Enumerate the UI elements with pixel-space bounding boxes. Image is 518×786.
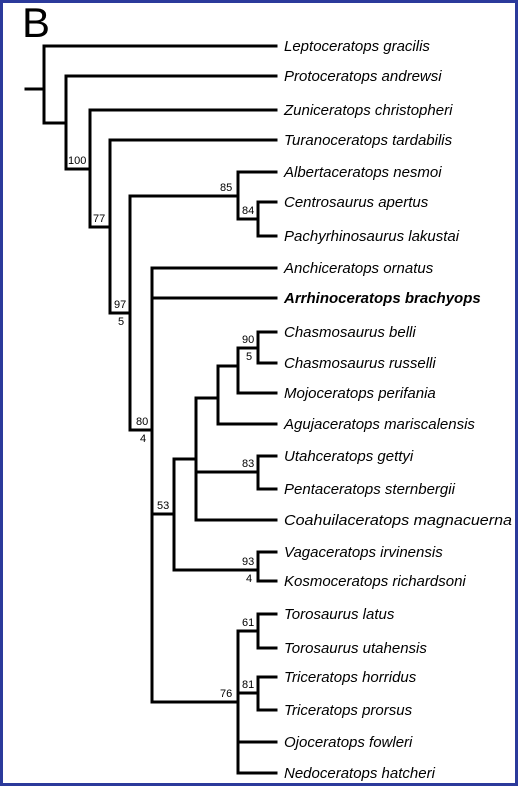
taxon-label-highlighted: Arrhinoceratops brachyops — [283, 290, 481, 307]
taxon-label: Ojoceratops fowleri — [284, 734, 413, 751]
support-value: 4 — [140, 433, 146, 445]
taxon-label: Anchiceratops ornatus — [283, 260, 434, 277]
support-value: 85 — [220, 182, 232, 194]
support-value: 80 — [136, 416, 148, 428]
support-value: 90 — [242, 334, 254, 346]
tree-branches — [24, 44, 278, 775]
taxon-label: Chasmosaurus belli — [284, 324, 416, 341]
taxon-label: Albertaceratops nesmoi — [283, 164, 442, 181]
support-value: 4 — [246, 573, 252, 585]
taxon-label: Centrosaurus apertus — [284, 194, 429, 211]
support-value: 61 — [242, 617, 254, 629]
support-value: 83 — [242, 458, 254, 470]
taxon-label: Protoceratops andrewsi — [284, 68, 442, 85]
taxon-label: Coahuilaceratops magnacuerna — [284, 512, 512, 529]
taxon-label: Torosaurus utahensis — [284, 640, 427, 657]
support-value: 97 — [114, 299, 126, 311]
taxon-label: Utahceratops gettyi — [284, 448, 414, 465]
taxon-label: Chasmosaurus russelli — [284, 355, 436, 372]
taxon-label: Mojoceratops perifania — [284, 385, 436, 402]
taxon-label: Triceratops horridus — [284, 669, 417, 686]
support-value: 53 — [157, 500, 169, 512]
support-value: 93 — [242, 556, 254, 568]
taxon-label: Zuniceratops christopheri — [283, 102, 453, 119]
support-value: 81 — [242, 679, 254, 691]
support-value: 5 — [246, 351, 252, 363]
taxon-label: Kosmoceratops richardsoni — [284, 573, 466, 590]
taxon-label: Turanoceratops tardabilis — [284, 132, 453, 149]
support-value: 77 — [93, 213, 105, 225]
taxon-label: Leptoceratops gracilis — [284, 38, 430, 55]
taxon-label: Triceratops prorsus — [284, 702, 413, 719]
taxon-label: Pachyrhinosaurus lakustai — [284, 228, 460, 245]
support-value: 100 — [68, 155, 86, 167]
support-value: 76 — [220, 688, 232, 700]
taxon-label: Pentaceratops sternbergii — [284, 481, 456, 498]
panel-letter: B — [22, 0, 51, 46]
taxon-label: Torosaurus latus — [284, 606, 395, 623]
support-value: 5 — [118, 316, 124, 328]
support-value: 84 — [242, 205, 254, 217]
support-values: 100 77 97 5 85 84 80 4 90 5 83 53 93 4 6… — [68, 155, 254, 700]
taxon-label: Agujaceratops mariscalensis — [283, 416, 475, 433]
taxon-label: Nedoceratops hatcheri — [284, 765, 436, 782]
taxon-label: Vagaceratops irvinensis — [284, 544, 443, 561]
taxon-labels: Leptoceratops gracilis Protoceratops and… — [283, 38, 512, 782]
